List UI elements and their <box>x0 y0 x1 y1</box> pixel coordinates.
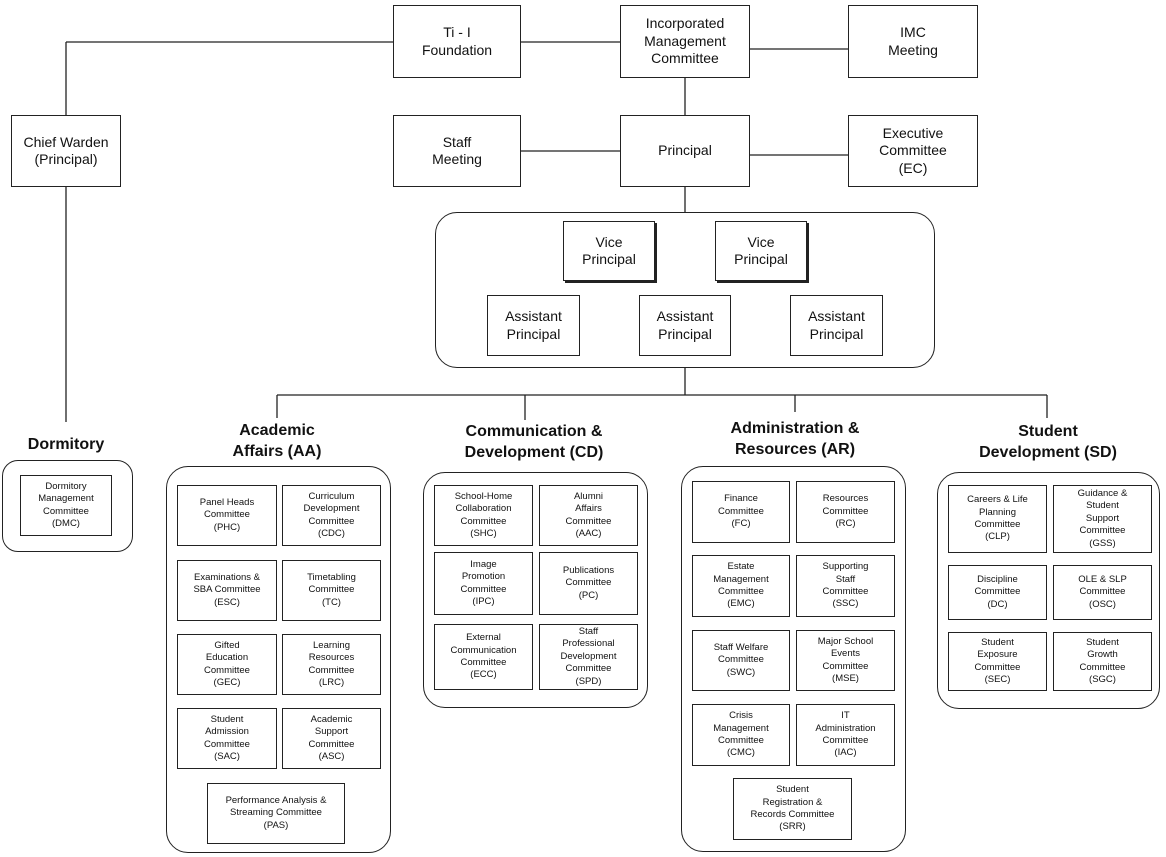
committee-box-srr: Student Registration & Records Committee… <box>733 778 852 840</box>
committee-box-mse: Major School Events Committee (MSE) <box>796 630 895 691</box>
committee-box-iac: IT Administration Committee (IAC) <box>796 704 895 766</box>
committee-box-swc: Staff Welfare Committee (SWC) <box>692 630 790 691</box>
committee-box-cdc: Curriculum Development Committee (CDC) <box>282 485 381 546</box>
committee-box-gss: Guidance & Student Support Committee (GS… <box>1053 485 1152 553</box>
ti-foundation-box: Ti - I Foundation <box>393 5 521 78</box>
committee-box-gec: Gifted Education Committee (GEC) <box>177 634 277 695</box>
staff-meeting-box: Staff Meeting <box>393 115 521 187</box>
committee-box-sec: Student Exposure Committee (SEC) <box>948 632 1047 691</box>
committee-box-emc: Estate Management Committee (EMC) <box>692 555 790 617</box>
committee-box-asc: Academic Support Committee (ASC) <box>282 708 381 769</box>
vice-principal-box-2: Vice Principal <box>715 221 807 281</box>
executive-committee-box: Executive Committee (EC) <box>848 115 978 187</box>
committee-box-esc: Examinations & SBA Committee (ESC) <box>177 560 277 621</box>
student-development-heading: Student Development (SD) <box>979 423 1117 461</box>
communication-development-heading: Communication & Development (CD) <box>464 423 604 461</box>
committee-box-phc: Panel Heads Committee (PHC) <box>177 485 277 546</box>
committee-box-rc: Resources Committee (RC) <box>796 481 895 543</box>
committee-box-osc: OLE & SLP Committee (OSC) <box>1053 565 1152 620</box>
committee-box-sgc: Student Growth Committee (SGC) <box>1053 632 1152 691</box>
committee-box-shc: School-Home Collaboration Committee (SHC… <box>434 485 533 546</box>
committee-box-clp: Careers & Life Planning Committee (CLP) <box>948 485 1047 553</box>
committee-box-sac: Student Admission Committee (SAC) <box>177 708 277 769</box>
committee-box-ssc: Supporting Staff Committee (SSC) <box>796 555 895 617</box>
imc-meeting-box: IMC Meeting <box>848 5 978 78</box>
chief-warden-box: Chief Warden (Principal) <box>11 115 121 187</box>
committee-box-aac: Alumni Affairs Committee (AAC) <box>539 485 638 546</box>
principal-box: Principal <box>620 115 750 187</box>
administration-resources-heading: Administration & Resources (AR) <box>730 420 860 458</box>
committee-box-ecc: External Communication Committee (ECC) <box>434 624 533 690</box>
incorporated-management-committee-box: Incorporated Management Committee <box>620 5 750 78</box>
academic-affairs-heading: Academic Affairs (AA) <box>232 422 322 460</box>
dormitory-heading: Dormitory <box>27 436 105 453</box>
committee-box-ipc: Image Promotion Committee (IPC) <box>434 552 533 615</box>
dormitory-management-committee-box: Dormitory Management Committee (DMC) <box>20 475 112 536</box>
vice-principal-box-1: Vice Principal <box>563 221 655 281</box>
committee-box-spd: Staff Professional Development Committee… <box>539 624 638 690</box>
committee-box-cmc: Crisis Management Committee (CMC) <box>692 704 790 766</box>
assistant-principal-box-3: Assistant Principal <box>790 295 883 356</box>
assistant-principal-box-1: Assistant Principal <box>487 295 580 356</box>
committee-box-pc: Publications Committee (PC) <box>539 552 638 615</box>
committee-box-tc: Timetabling Committee (TC) <box>282 560 381 621</box>
committee-box-pas: Performance Analysis & Streaming Committ… <box>207 783 345 844</box>
assistant-principal-box-2: Assistant Principal <box>639 295 731 356</box>
committee-box-dc: Discipline Committee (DC) <box>948 565 1047 620</box>
committee-box-fc: Finance Committee (FC) <box>692 481 790 543</box>
committee-box-lrc: Learning Resources Committee (LRC) <box>282 634 381 695</box>
